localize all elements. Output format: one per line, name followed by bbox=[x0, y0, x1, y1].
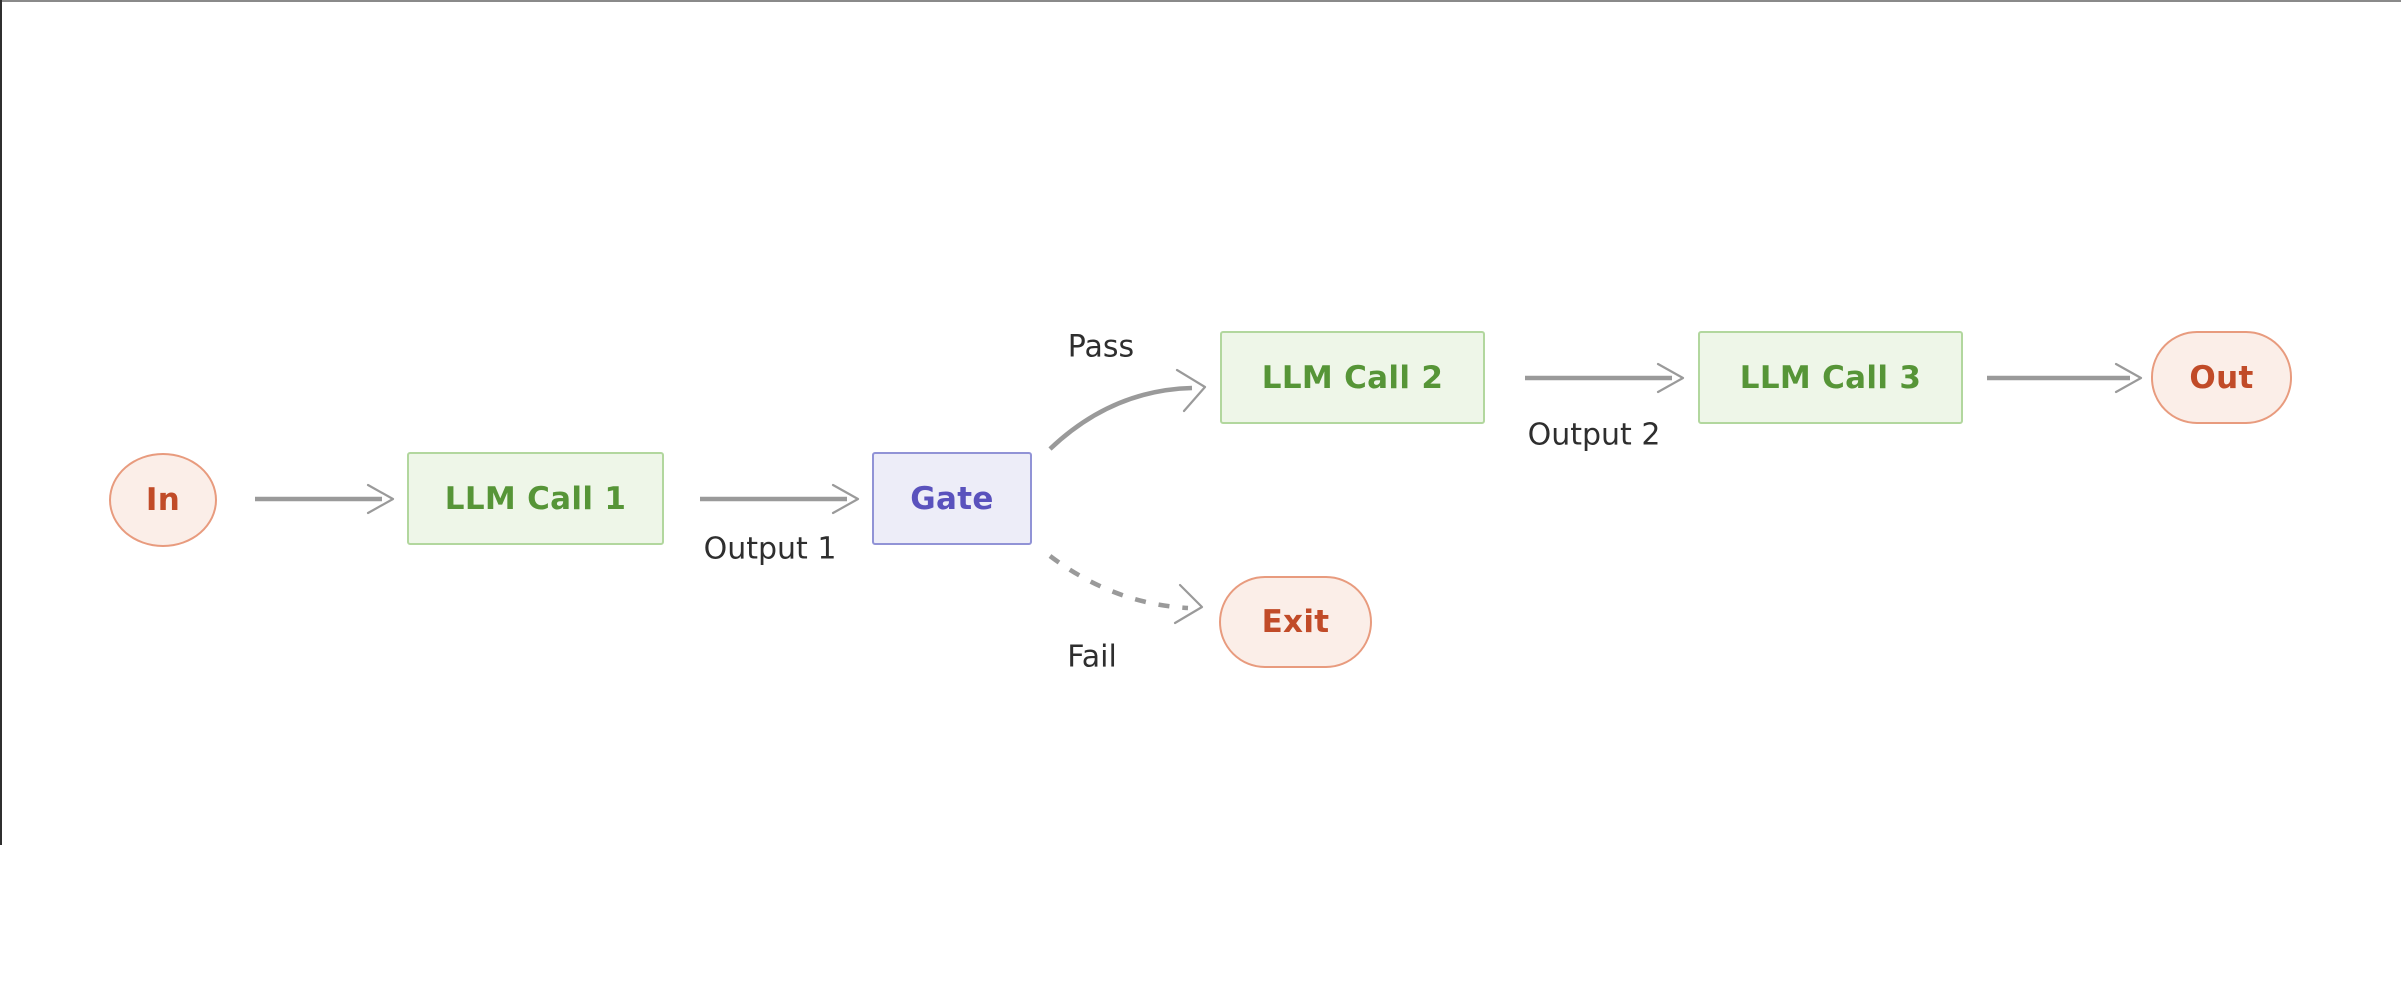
node-llm-call-3: LLM Call 3 bbox=[1698, 331, 1963, 424]
node-in-label: In bbox=[145, 482, 181, 518]
node-gate-label: Gate bbox=[910, 480, 994, 517]
node-out: Out bbox=[2151, 331, 2292, 424]
node-exit: Exit bbox=[1219, 576, 1372, 668]
edge-in-llm1 bbox=[255, 483, 395, 515]
frame-top-line bbox=[0, 0, 2401, 2]
edge-label-output-2: Output 2 bbox=[1527, 417, 1661, 453]
edge-llm1-gate bbox=[700, 483, 860, 515]
edge-llm2-llm3 bbox=[1525, 362, 1685, 394]
edge-gate-llm2-pass bbox=[1048, 368, 1207, 451]
node-llm-call-3-label: LLM Call 3 bbox=[1739, 359, 1922, 396]
edge-label-pass: Pass bbox=[1067, 329, 1135, 365]
edge-label-output-1: Output 1 bbox=[703, 531, 837, 567]
edge-label-fail: Fail bbox=[1067, 639, 1117, 675]
node-exit-label: Exit bbox=[1261, 604, 1330, 640]
node-llm-call-1: LLM Call 1 bbox=[407, 452, 664, 545]
node-in: In bbox=[109, 453, 217, 547]
edge-llm3-out bbox=[1987, 362, 2143, 394]
node-llm-call-1-label: LLM Call 1 bbox=[444, 480, 627, 517]
node-out-label: Out bbox=[2189, 359, 2254, 396]
frame-left-line bbox=[0, 0, 2, 845]
node-gate: Gate bbox=[872, 452, 1032, 545]
edge-gate-exit-fail bbox=[1048, 554, 1204, 625]
node-llm-call-2: LLM Call 2 bbox=[1220, 331, 1485, 424]
node-llm-call-2-label: LLM Call 2 bbox=[1261, 359, 1444, 396]
